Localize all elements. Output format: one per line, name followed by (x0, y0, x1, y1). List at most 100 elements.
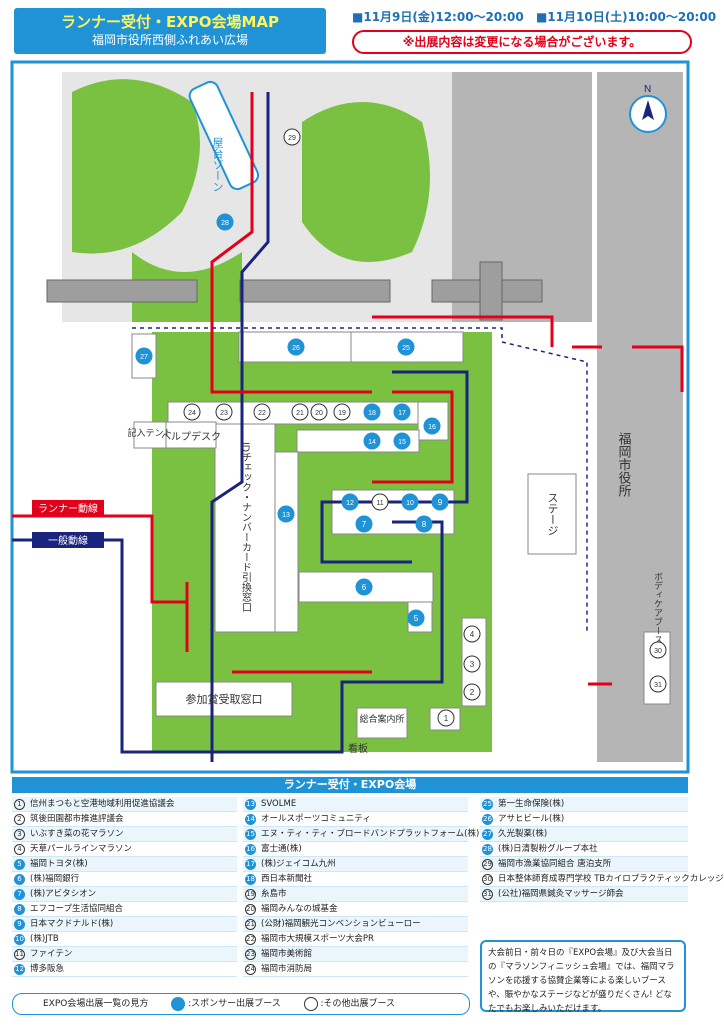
booth-marker-2 (463, 683, 481, 701)
exhibitor-row: 10(株)JTB (12, 932, 237, 947)
exhibitor-name: (株)福岡銀行 (30, 874, 80, 884)
exhibitor-row: 20 福岡みんなの城基金 (243, 902, 468, 917)
exhibitor-name: 福岡トヨタ(株) (30, 859, 88, 869)
venue-map: 屋台ゾーン N (10, 60, 690, 774)
exhibitor-row: 17(株)ジェイコム九州 (243, 857, 468, 872)
booth-marker-10 (401, 493, 419, 511)
exhibitor-row: 21(公財)福岡観光コンベンションビューロー (243, 917, 468, 932)
exhibitor-name: SVOLME (261, 799, 297, 809)
exhibitor-name: (株)ジェイコム九州 (261, 859, 336, 869)
runner-flow-label: ランナー動線 (38, 502, 98, 515)
booth-number-badge: 4 (14, 843, 25, 855)
booth-marker-24 (183, 403, 201, 421)
info-center-label: 総合案内所 (359, 713, 404, 724)
fence-line (132, 327, 588, 632)
booth-number-badge: 10 (14, 933, 25, 945)
booth-number-badge: 2 (14, 813, 25, 825)
exhibitor-name: 福岡市大規模スポーツ大会PR (261, 934, 374, 944)
yatai-zone-label: 屋台ゾーン (211, 137, 224, 192)
booth-marker-label: 17 (398, 410, 406, 417)
booth-number-badge: 23 (245, 948, 256, 960)
booth-marker-14 (363, 432, 381, 450)
booth-marker-29 (283, 128, 301, 146)
booth-number-badge: 11 (14, 948, 25, 960)
booth-number-badge: 29 (482, 858, 493, 870)
booth-number-badge: 21 (245, 918, 256, 930)
exhibitor-name: 福岡みんなの城基金 (261, 904, 338, 914)
booth-number-badge: 31 (482, 888, 493, 900)
lawn-northeast (302, 102, 430, 262)
booth-number-badge: 3 (14, 828, 25, 840)
booth-marker-7 (355, 515, 373, 533)
booth-number-badge: 12 (14, 963, 25, 975)
booth-number-badge: 24 (245, 963, 256, 975)
booth-marker-8 (415, 515, 433, 533)
booth-marker-label: 14 (368, 439, 376, 446)
booth-number-badge: 20 (245, 903, 256, 915)
booth-marker-17 (393, 403, 411, 421)
booth-marker-6 (355, 578, 373, 596)
booth-number-badge: 15 (245, 828, 256, 840)
booth-marker-label: 26 (292, 345, 300, 352)
booth-number-badge: 19 (245, 888, 256, 900)
exhibitor-name: 信州まつもと空港地域利用促進協議会 (30, 799, 175, 809)
prize-window-label: 参加賞受取窓口 (186, 692, 263, 706)
stage-label: ステージ (546, 492, 558, 536)
general-flow-label: 一般動線 (48, 534, 88, 547)
date-2: ■11月10日(土)10:00〜20:00 (535, 10, 717, 24)
exhibitor-row: 1 信州まつもと空港地域利用促進協議会 (12, 797, 237, 812)
booth-marker-25 (397, 338, 415, 356)
exhibitor-name: 天草パールラインマラソン (30, 844, 133, 854)
exhibitor-name: (株)日清製粉グループ本社 (498, 844, 598, 854)
exhibitor-row: 3 いぶすき菜の花マラソン (12, 827, 237, 842)
booth-marker-12 (341, 493, 359, 511)
booth-marker-label: 29 (288, 135, 296, 142)
booth-marker-label: 1 (444, 714, 449, 723)
booth-marker-label: 8 (422, 520, 427, 529)
booth-marker-label: 20 (315, 410, 323, 417)
booth-marker-19 (333, 403, 351, 421)
exhibitor-name: ファイテン (30, 949, 73, 959)
booth-marker-16 (423, 417, 441, 435)
booth-number-badge: 18 (245, 873, 256, 885)
exhibitor-name: 西日本新聞社 (261, 874, 313, 884)
booth-number-badge: 26 (482, 813, 493, 825)
exhibitor-row: 4 天草パールラインマラソン (12, 842, 237, 857)
change-notice: ※出展内容は変更になる場合がございます。 (352, 30, 692, 54)
booth-number-badge: 1 (14, 798, 25, 810)
exhibitor-name: いぶすき菜の花マラソン (30, 829, 124, 839)
exhibitor-name: 福岡市美術館 (261, 949, 313, 959)
booth-marker-20 (310, 403, 328, 421)
booth-marker-4 (463, 625, 481, 643)
event-dates: ■11月9日(金)12:00〜20:00 ■11月10日(土)10:00〜20:… (352, 8, 716, 25)
exhibitor-row: 29 福岡市漁業協同組合 唐泊支所 (480, 857, 688, 872)
exhibitor-name: エフコープ生活協同組合 (30, 904, 123, 914)
north-label: N (644, 84, 651, 95)
sponsor-dot-icon (171, 997, 186, 1011)
booth-marker-label: 9 (438, 498, 443, 507)
booth-number-badge: 7 (14, 888, 25, 900)
booth-marker-label: 4 (470, 630, 475, 639)
expo-note: 大会前日・前々日の『EXPO会場』及び大会当日の『マラソンフィニッシュ会場』では… (480, 940, 686, 1014)
booth-marker-label: 10 (406, 500, 414, 507)
booth-marker-label: 30 (654, 648, 662, 655)
exhibitor-name: 福岡市漁業協同組合 唐泊支所 (498, 859, 612, 869)
booth-marker-label: 16 (428, 424, 436, 431)
header-title-box: ランナー受付・EXPO会場MAP 福岡市役所西側ふれあい広場 (14, 8, 326, 54)
exhibitor-name: 第一生命保険(株) (498, 799, 565, 809)
booth-marker-28 (216, 213, 234, 231)
